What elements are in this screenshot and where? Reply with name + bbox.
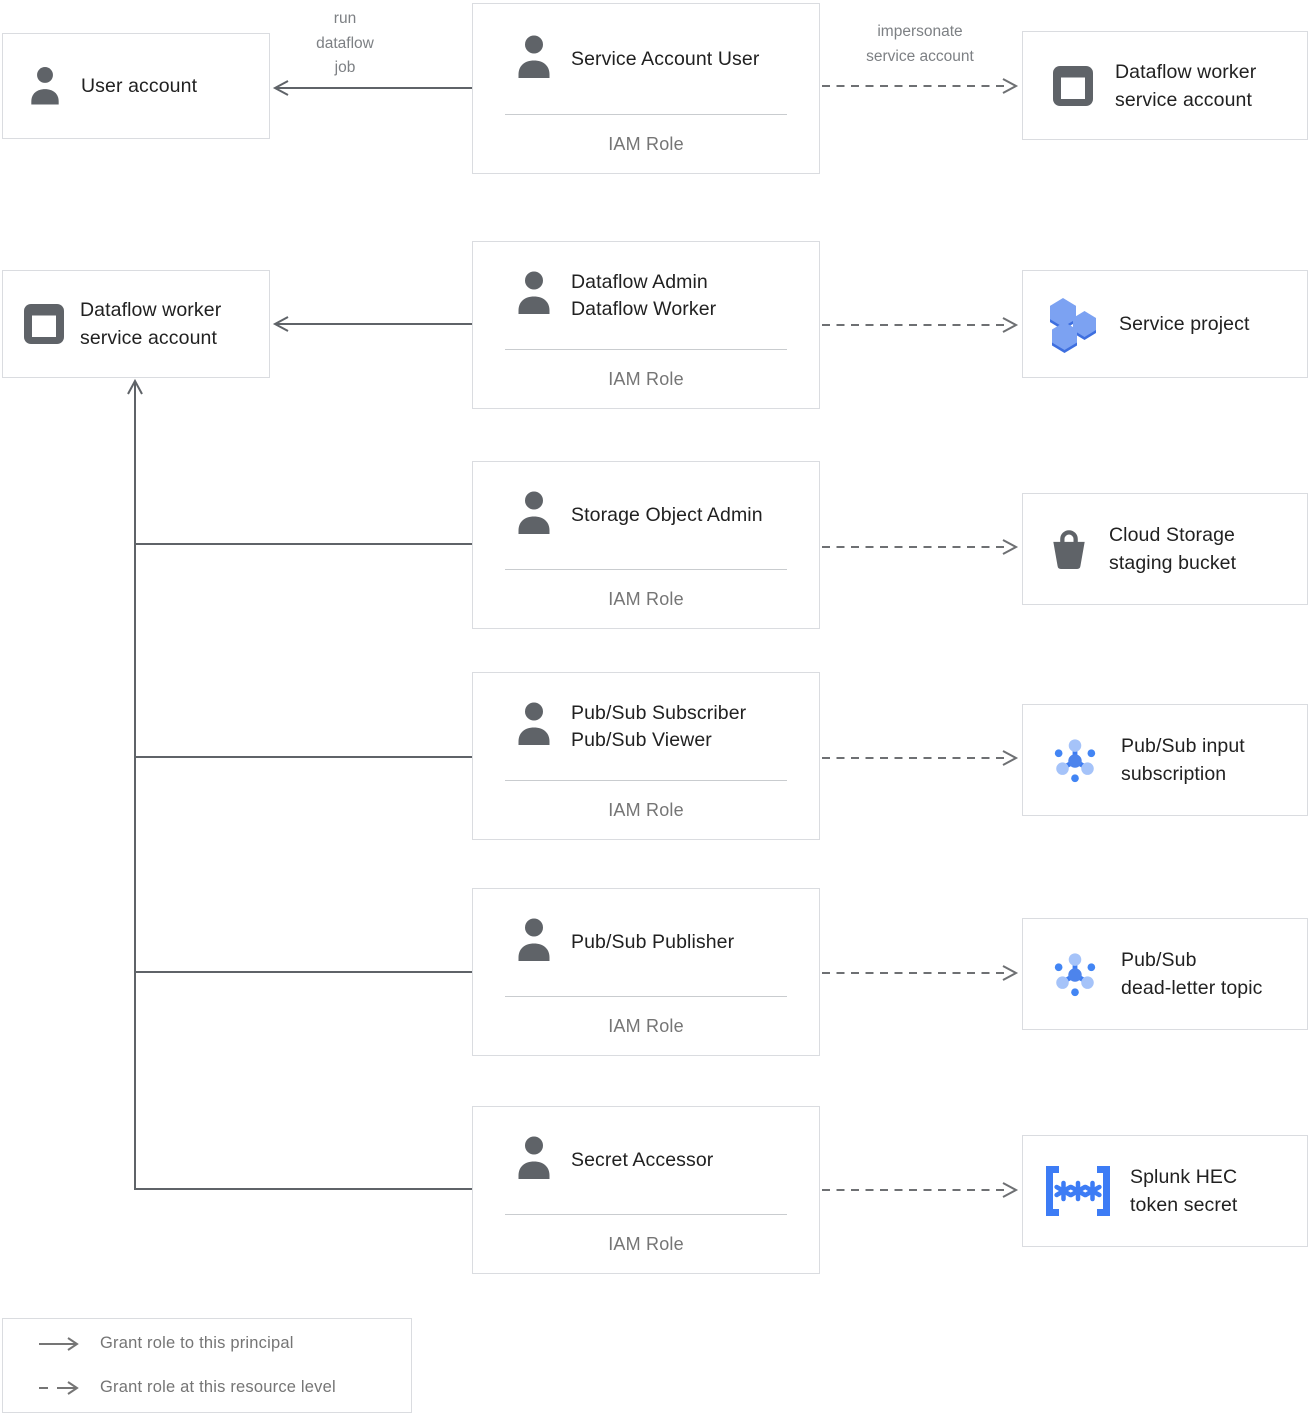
divider [505, 349, 787, 350]
node-label-line: Service project [1119, 313, 1250, 335]
iam-role-title: Pub/Sub Subscriber [571, 701, 747, 724]
iam-role-subtitle: IAM Role [608, 588, 684, 609]
storage-bucket-icon [1050, 528, 1088, 570]
person-icon [517, 491, 551, 540]
person-icon [30, 66, 60, 106]
run-dataflow-job-label: run dataflow job [316, 10, 374, 76]
dashed-arrow-icon [39, 1380, 79, 1395]
node-label-line: service account [80, 327, 217, 349]
iam-role-title: Secret Accessor [571, 1149, 714, 1171]
node-dataflow-worker-service-account-left: Dataflow worker service account [2, 270, 270, 378]
node-service-project: Service project [1022, 270, 1308, 378]
arrowhead-left-row2 [272, 316, 289, 332]
arrowhead-right-row1 [1002, 78, 1019, 94]
iam-role-subtitle: IAM Role [608, 1233, 684, 1254]
person-icon [517, 35, 551, 84]
node-label-line: service account [1115, 88, 1252, 111]
legend-row-solid: Grant role to this principal [3, 1324, 411, 1364]
legend-row-dashed: Grant role at this resource level [3, 1368, 411, 1408]
trunk-line [134, 382, 472, 1190]
arrowhead-up-trunk [127, 378, 143, 395]
divider [505, 114, 787, 115]
person-icon [517, 271, 551, 320]
secret-icon [1042, 1166, 1114, 1216]
divider [505, 1214, 787, 1215]
node-label-line: subscription [1121, 763, 1227, 785]
node-label-line: Pub/Sub input [1121, 735, 1245, 757]
iam-role-title: Dataflow Admin [571, 270, 708, 293]
arrowhead-right-row4 [1002, 750, 1019, 766]
legend-box: Grant role to this principal Grant role … [2, 1318, 412, 1413]
node-label-line: Dataflow worker [1115, 60, 1257, 83]
arrowhead-right-row2 [1002, 317, 1019, 333]
impersonate-service-account-label: impersonate service account [866, 23, 974, 65]
node-cloud-storage-staging-bucket: Cloud Storage staging bucket [1022, 493, 1308, 605]
iam-box-storage-object-admin: Storage Object Admin IAM Role [472, 461, 820, 629]
node-pubsub-dead-letter-topic: Pub/Sub dead-letter topic [1022, 918, 1308, 1030]
iam-box-secret-accessor: Secret Accessor IAM Role [472, 1106, 820, 1274]
pubsub-icon [1050, 734, 1100, 786]
node-label-line: token secret [1130, 1194, 1238, 1216]
arrowhead-right-row3 [1002, 539, 1019, 555]
service-account-icon [1052, 65, 1094, 107]
iam-role-subtitle: IAM Role [608, 1015, 684, 1036]
node-label-line: Pub/Sub [1121, 949, 1197, 971]
iam-role-title: Service Account User [571, 47, 760, 70]
node-label-line: dead-letter topic [1121, 977, 1263, 999]
node-label-line: Dataflow worker [80, 299, 222, 321]
legend-solid-label: Grant role to this principal [100, 1334, 294, 1352]
arrowhead-left-row1 [272, 80, 289, 96]
divider [505, 569, 787, 570]
person-icon [517, 918, 551, 967]
node-label-line: Splunk HEC [1130, 1166, 1238, 1188]
iam-box-service-account-user: Service Account User IAM Role [472, 3, 820, 174]
iam-role-title-2: Dataflow Worker [571, 297, 717, 320]
node-splunk-hec-token-secret: Splunk HEC token secret [1022, 1135, 1308, 1247]
iam-role-title-2: Pub/Sub Viewer [571, 728, 712, 751]
node-label-line: Cloud Storage [1109, 524, 1235, 546]
divider [505, 996, 787, 997]
solid-arrow-icon [39, 1336, 79, 1351]
node-label-line: staging bucket [1109, 552, 1237, 574]
node-pubsub-input-subscription: Pub/Sub input subscription [1022, 704, 1308, 816]
iam-role-title: Pub/Sub Publisher [571, 931, 735, 953]
arrowhead-right-row6 [1002, 1182, 1019, 1198]
node-dataflow-worker-service-account-top: Dataflow worker service account [1022, 31, 1308, 140]
divider [505, 780, 787, 781]
user-account-label: User account [81, 75, 198, 97]
iam-role-subtitle: IAM Role [608, 133, 684, 154]
project-hexagons-icon [1050, 298, 1098, 353]
iam-box-pubsub-subscriber-viewer: Pub/Sub Subscriber Pub/Sub Viewer IAM Ro… [472, 672, 820, 840]
iam-role-subtitle: IAM Role [608, 799, 684, 820]
iam-box-pubsub-publisher: Pub/Sub Publisher IAM Role [472, 888, 820, 1056]
service-account-icon [23, 303, 65, 345]
legend-dashed-label: Grant role at this resource level [100, 1378, 336, 1396]
iam-box-dataflow-admin-worker: Dataflow Admin Dataflow Worker IAM Role [472, 241, 820, 409]
person-icon [517, 1136, 551, 1185]
iam-role-subtitle: IAM Role [608, 368, 684, 389]
pubsub-icon [1050, 948, 1100, 1000]
person-icon [517, 702, 551, 751]
iam-role-title: Storage Object Admin [571, 504, 763, 526]
node-user-account: User account [2, 33, 270, 139]
arrowhead-right-row5 [1002, 965, 1019, 981]
